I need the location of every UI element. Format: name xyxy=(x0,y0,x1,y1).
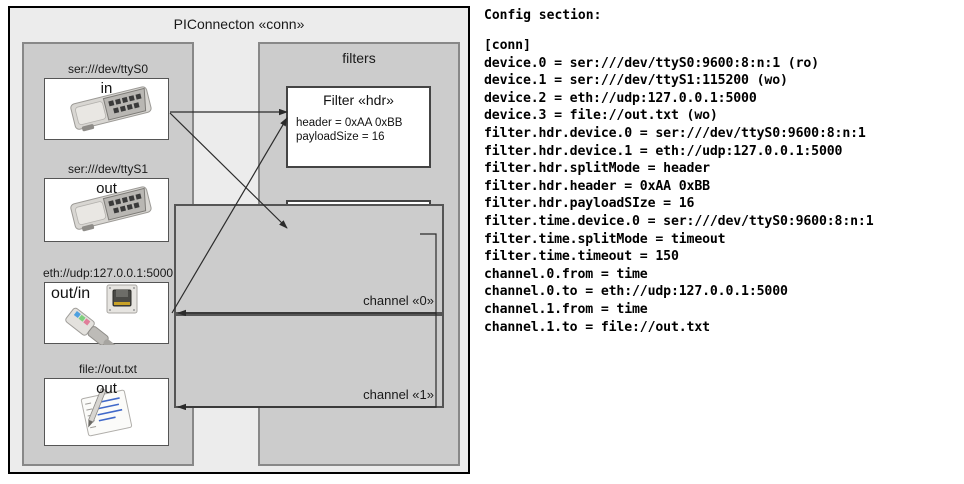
serial-db9-icon xyxy=(45,79,168,139)
device-io-ttys0: in xyxy=(100,80,113,97)
filter-attr: header = 0xAA 0xBB xyxy=(296,117,403,129)
devices-panel: ser:///dev/ttyS0 in xyxy=(22,42,194,466)
device-group-file: file://out.txt out xyxy=(24,362,192,446)
serial-db9-icon xyxy=(45,179,168,241)
text-file-icon xyxy=(45,379,168,445)
config-text: [conn] device.0 = ser:///dev/ttyS0:9600:… xyxy=(484,38,874,335)
device-io-eth: out/in xyxy=(51,285,91,302)
device-group-ttys1: ser:///dev/ttyS1 out xyxy=(24,162,192,242)
device-box-ttys1[interactable]: out xyxy=(44,178,169,242)
device-label-file: file://out.txt xyxy=(78,362,138,376)
channel-label-0: channel «0» xyxy=(363,293,434,308)
device-io-file: out xyxy=(96,380,117,397)
device-box-file[interactable]: out xyxy=(44,378,169,446)
device-label-ttys1: ser:///dev/ttyS1 xyxy=(67,162,149,176)
diagram-title: PIConnecton «conn» xyxy=(173,16,305,32)
channel-label-1: channel «1» xyxy=(363,387,434,402)
filter-attrs-hdr: header = 0xAA 0xBB payloadSize = 16 xyxy=(296,116,429,144)
config-heading: Config section: xyxy=(484,8,602,23)
piconnector-component-diagram: PIConnecton «conn» ser:///dev/ttyS0 in xyxy=(8,6,470,474)
channel-box-1[interactable]: channel «1» xyxy=(174,314,444,408)
filter-box-hdr[interactable]: Filter «hdr» header = 0xAA 0xBB payloadS… xyxy=(286,86,431,168)
channel-box-0[interactable]: channel «0» xyxy=(174,204,444,314)
device-label-eth: eth://udp:127.0.0.1:5000 xyxy=(42,266,174,280)
filter-attr: payloadSize = 16 xyxy=(296,131,385,143)
device-io-ttys1: out xyxy=(96,180,117,197)
device-label-ttys0: ser:///dev/ttyS0 xyxy=(67,62,149,76)
device-box-eth[interactable]: out/in xyxy=(44,282,169,353)
filter-title-hdr: Filter «hdr» xyxy=(323,92,394,108)
device-group-eth: eth://udp:127.0.0.1:5000 out/in xyxy=(24,266,192,353)
filters-panel-title: filters xyxy=(342,50,376,66)
device-group-ttys0: ser:///dev/ttyS0 in xyxy=(24,62,192,140)
config-section: Config section: [conn] device.0 = ser://… xyxy=(482,6,960,336)
device-box-ttys0[interactable]: in xyxy=(44,78,169,140)
